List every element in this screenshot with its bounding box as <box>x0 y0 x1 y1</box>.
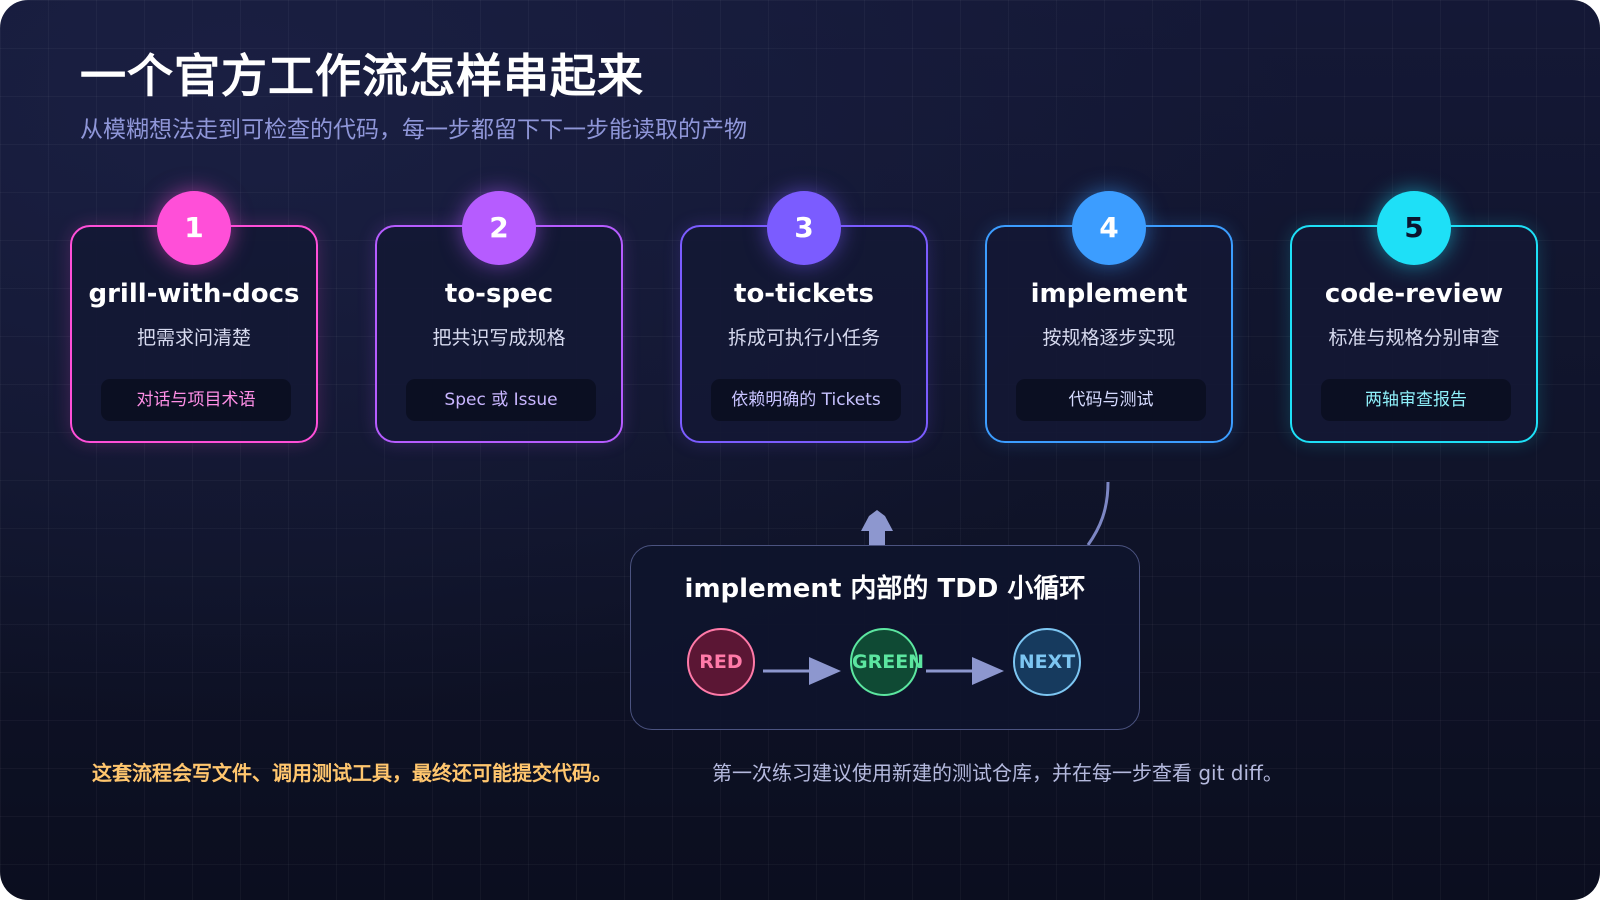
step-card-code-review: 5 code-review 标准与规格分别审查 两轴审查报告 <box>1290 191 1538 443</box>
step-output-chip: 对话与项目术语 <box>101 379 291 421</box>
step-number-badge: 3 <box>767 191 841 265</box>
step-number-badge: 2 <box>462 191 536 265</box>
step-output-chip: Spec 或 Issue <box>406 379 596 421</box>
connector-curve <box>1086 481 1110 546</box>
step-name: grill-with-docs <box>88 279 300 309</box>
step-description: 把需求问清楚 <box>136 327 251 349</box>
connector-up-arrow <box>861 510 893 545</box>
step-card-to-tickets: 3 to-tickets 拆成可执行小任务 依赖明确的 Tickets <box>680 191 928 443</box>
step-name: to-spec <box>444 279 554 309</box>
step-output-chip: 两轴审查报告 <box>1321 379 1511 421</box>
page-subtitle: 从模糊想法走到可检查的代码，每一步都留下下一步能读取的产物 <box>80 117 747 143</box>
step-card-to-spec: 2 to-spec 把共识写成规格 Spec 或 Issue <box>375 191 623 443</box>
footer-warning: 这套流程会写文件、调用测试工具，最终还可能提交代码。 <box>92 761 612 785</box>
tdd-step-green: GREEN <box>850 628 924 696</box>
arrow-right-icon <box>763 657 841 685</box>
step-number-badge: 4 <box>1072 191 1146 265</box>
step-description: 标准与规格分别审查 <box>1328 327 1500 349</box>
step-description: 把共识写成规格 <box>432 327 566 349</box>
step-card-implement: 4 implement 按规格逐步实现 代码与测试 <box>985 191 1233 443</box>
step-description: 拆成可执行小任务 <box>727 327 880 349</box>
tdd-loop-title: implement 内部的 TDD 小循环 <box>684 574 1086 604</box>
step-description: 按规格逐步实现 <box>1042 327 1176 349</box>
arrow-right-icon <box>926 657 1004 685</box>
step-number-badge: 5 <box>1377 191 1451 265</box>
step-name: code-review <box>1324 279 1504 309</box>
tdd-loop-panel: implement 内部的 TDD 小循环 RED GREEN NEXT <box>630 545 1140 730</box>
step-name: implement <box>1030 279 1188 309</box>
footer-tip: 第一次练习建议使用新建的测试仓库，并在每一步查看 git diff。 <box>712 761 1283 785</box>
tdd-step-next: NEXT <box>1013 628 1081 696</box>
step-number-badge: 1 <box>157 191 231 265</box>
step-name: to-tickets <box>734 279 874 309</box>
step-card-grill-with-docs: 1 grill-with-docs 把需求问清楚 对话与项目术语 <box>70 191 318 443</box>
step-output-chip: 代码与测试 <box>1016 379 1206 421</box>
step-output-chip: 依赖明确的 Tickets <box>711 379 901 421</box>
page-title: 一个官方工作流怎样串起来 <box>80 49 644 103</box>
tdd-step-red: RED <box>687 628 755 696</box>
